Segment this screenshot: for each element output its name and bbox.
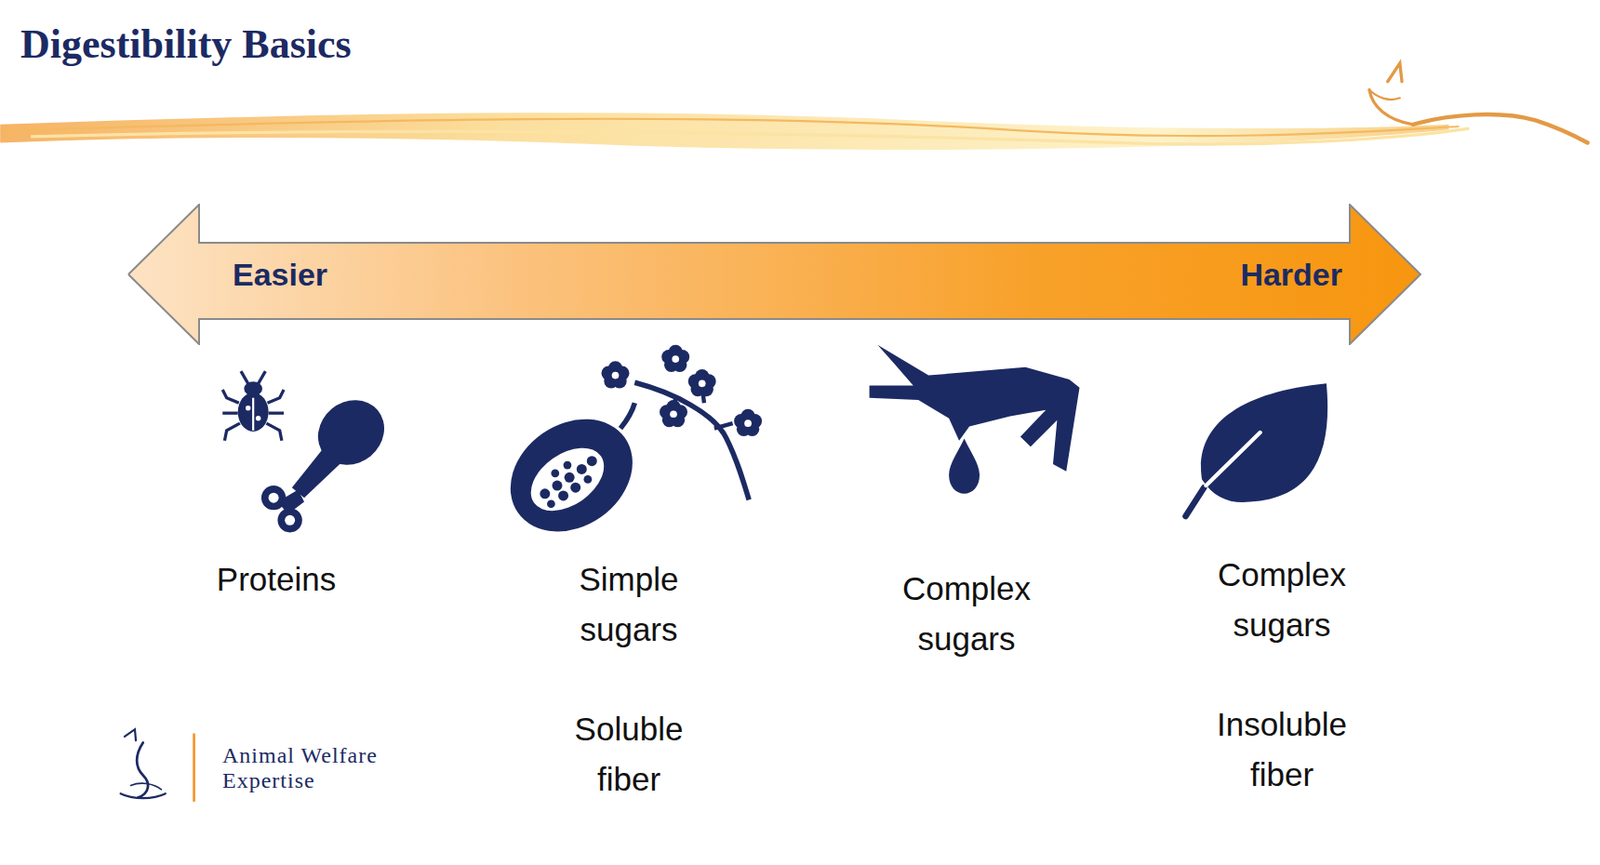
drumstick-icon bbox=[261, 386, 398, 534]
bug-icon bbox=[222, 371, 284, 441]
category-label: Insoluble fiber bbox=[1198, 699, 1366, 800]
category-label: Soluble fiber bbox=[545, 704, 713, 805]
logo-mark bbox=[120, 729, 195, 801]
branch-icon bbox=[869, 345, 1080, 494]
leaf-icon bbox=[1186, 383, 1329, 517]
header-swoosh bbox=[0, 112, 1469, 150]
category-label: Simple sugars bbox=[545, 554, 713, 655]
logo-text: Animal Welfare Expertise bbox=[222, 743, 423, 794]
category-label: Complex sugars bbox=[882, 563, 1051, 665]
logo-bird bbox=[1369, 63, 1588, 144]
scale-end-label: Easier bbox=[232, 255, 328, 294]
category-label: Complex sugars bbox=[1198, 549, 1366, 651]
slide-title: Digestibility Basics bbox=[20, 18, 352, 71]
blossom-icon bbox=[601, 345, 763, 501]
double-arrow: Easier Harder bbox=[127, 203, 1422, 346]
scale-end-label: Harder bbox=[1240, 255, 1343, 294]
papaya-icon bbox=[488, 396, 654, 555]
category-label: Proteins bbox=[192, 554, 360, 605]
